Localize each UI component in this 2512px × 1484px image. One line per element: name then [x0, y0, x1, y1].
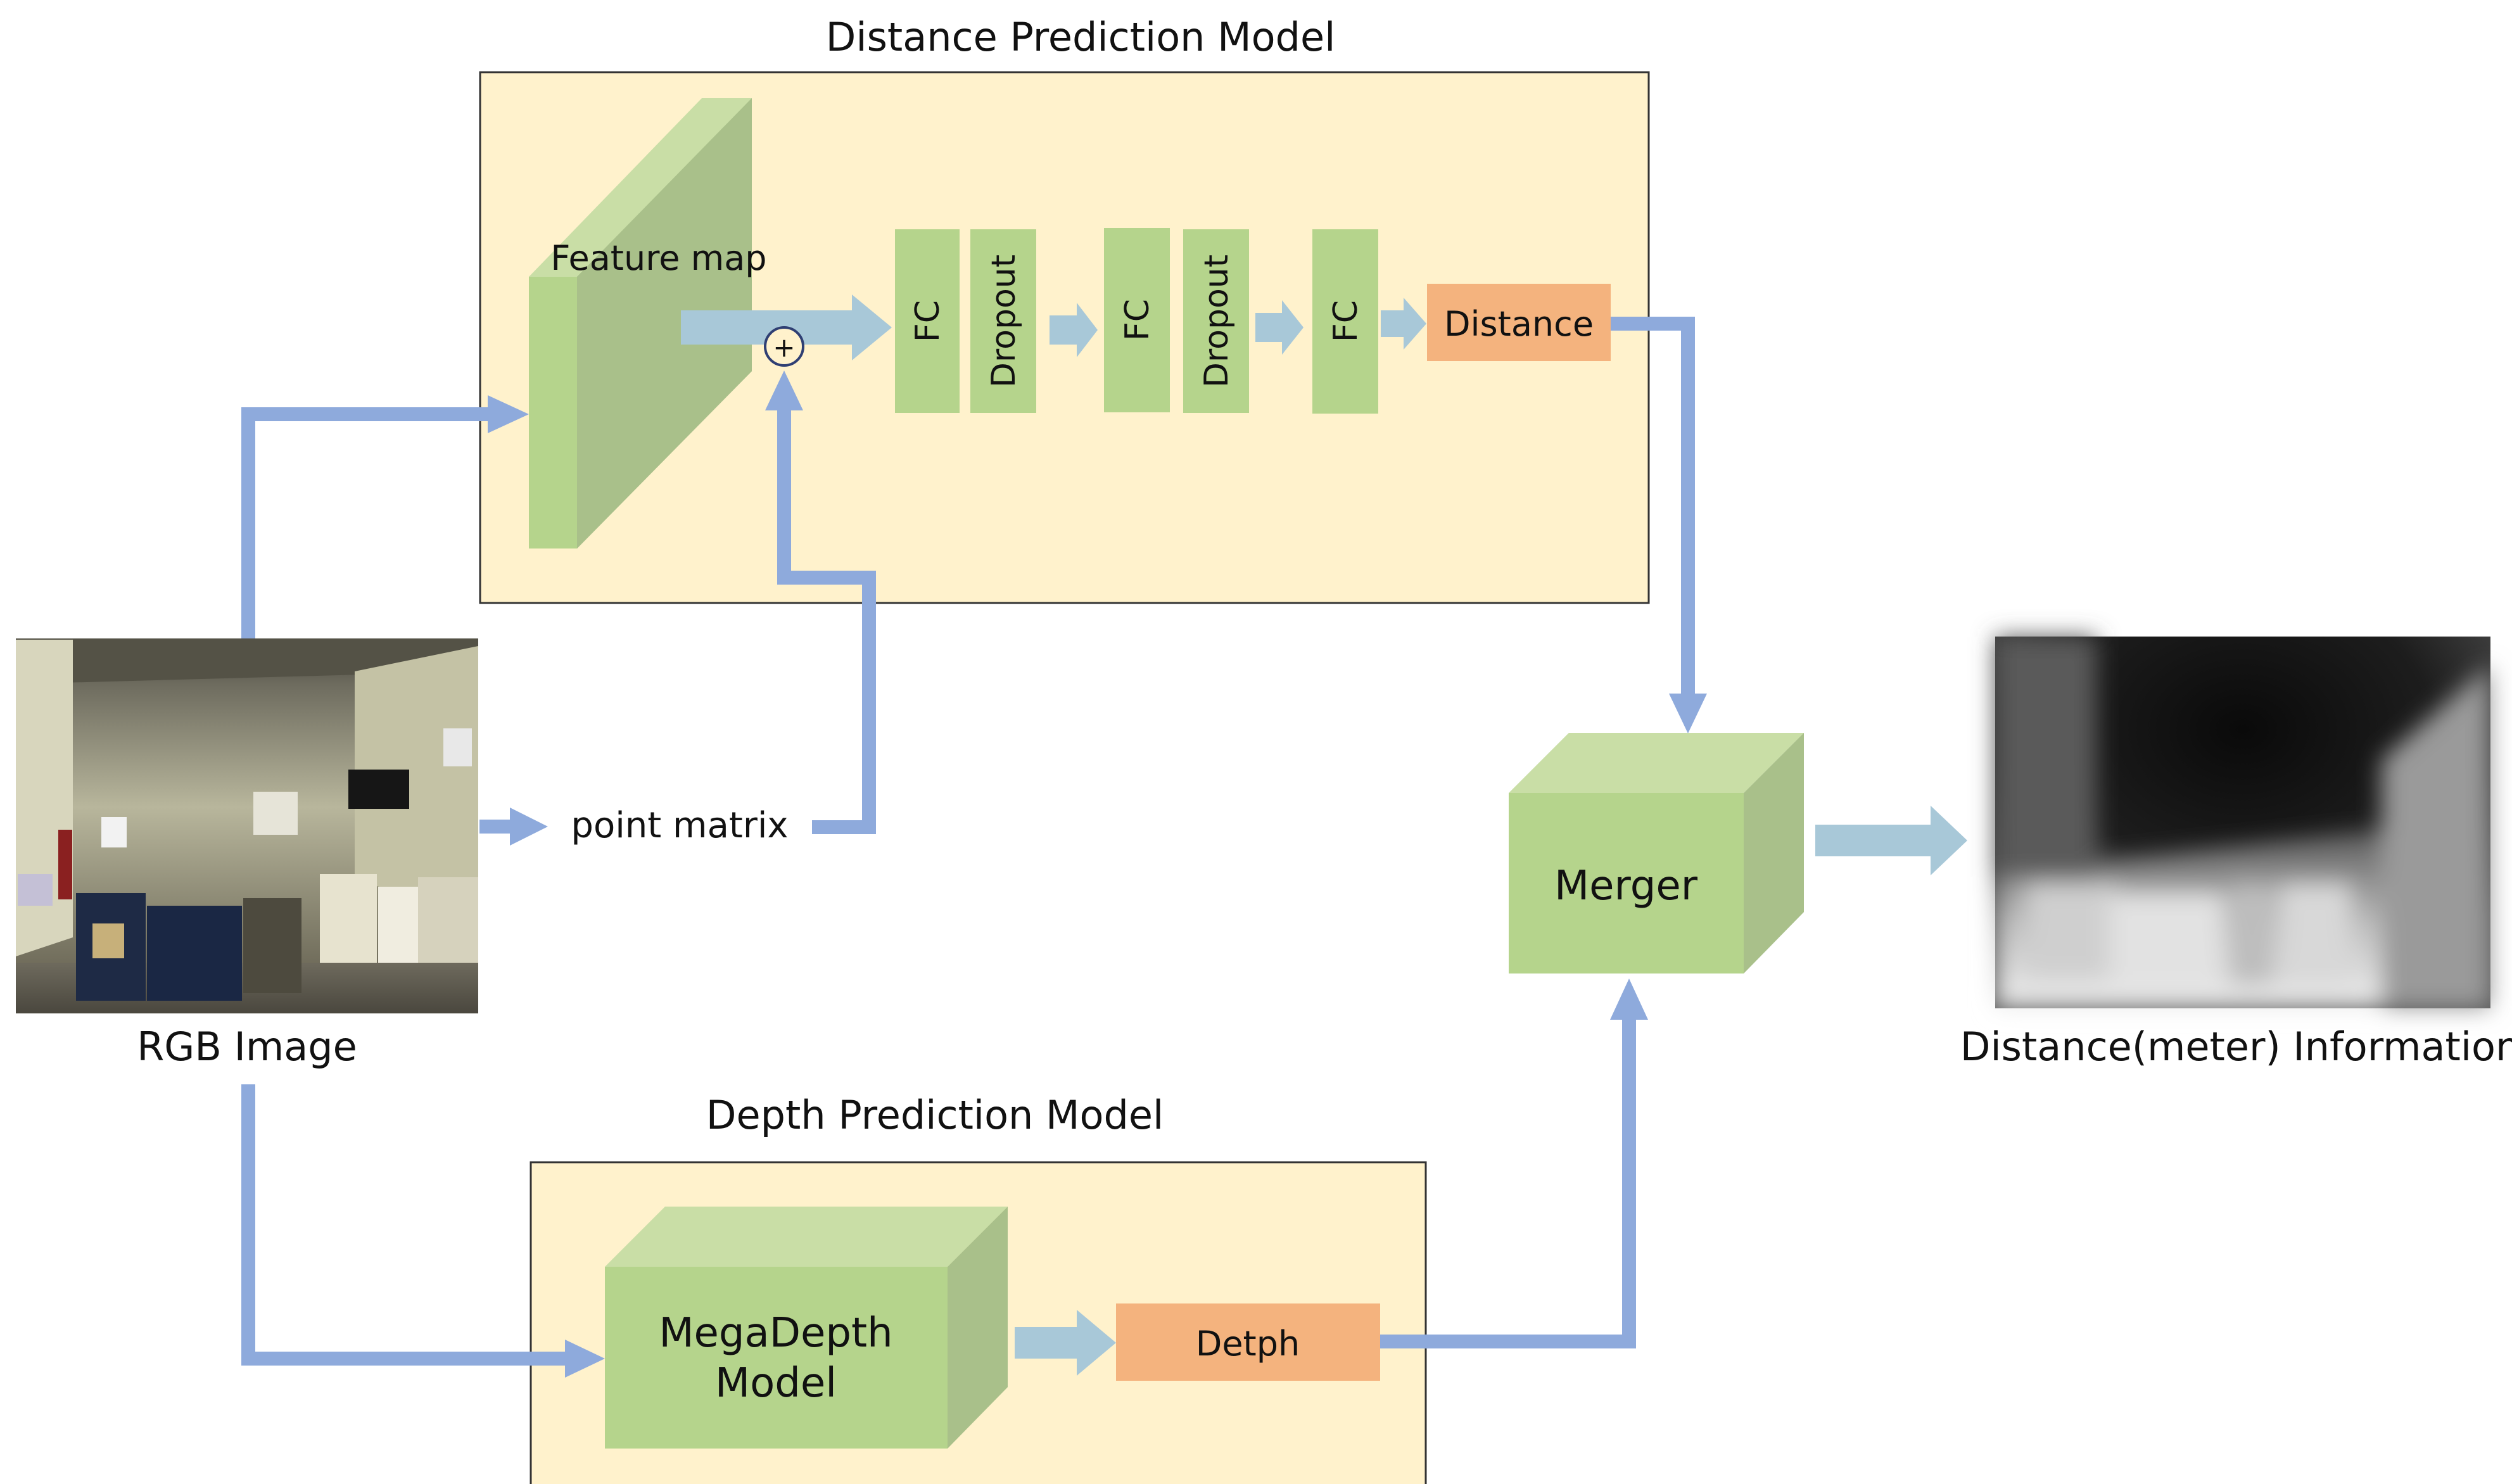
rgb-image [16, 638, 478, 1013]
depth-to-merger-arrowhead [1610, 979, 1648, 1020]
point-matrix-to-sum-arrowhead [765, 371, 803, 410]
distance-result-image [1995, 637, 2490, 1008]
rgb-to-megadepth-connector [241, 1084, 570, 1366]
rgb-to-point-matrix-arrowhead [510, 808, 548, 846]
feature-map-block [529, 98, 752, 549]
megadepth-label-line2: Model [715, 1360, 837, 1407]
distance-output-box [1427, 284, 1611, 361]
arrow-dropout1-to-fc2 [1050, 303, 1098, 357]
depth-output-box [1116, 1303, 1380, 1381]
megadepth-to-depth-arrow [1015, 1310, 1116, 1376]
point-matrix-label: point matrix [571, 805, 788, 846]
layer-dropout-2-label: Dropout [1198, 255, 1236, 388]
depth-model-title: Depth Prediction Model [706, 1092, 1164, 1138]
distance-model-title: Distance Prediction Model [826, 14, 1336, 60]
layer-fc-2: FC [1104, 228, 1170, 412]
layer-fc-2-label: FC [1119, 299, 1157, 341]
sum-symbol: + [773, 332, 795, 363]
distance-to-merger-arrowhead [1669, 694, 1707, 733]
layer-fc-3: FC [1312, 229, 1378, 414]
layer-dropout-2: Dropout [1183, 229, 1249, 413]
distance-result-label: Distance(meter) Information [1960, 1024, 2512, 1070]
layer-dropout-1-label: Dropout [985, 255, 1023, 388]
depth-output-label: Detph [1196, 1324, 1300, 1364]
merger-block [1509, 733, 1804, 973]
layer-fc-1: FC [895, 229, 960, 413]
rgb-to-megadepth-arrowhead [565, 1340, 605, 1378]
rgb-to-feature-connector [241, 407, 491, 638]
layer-dropout-1: Dropout [970, 229, 1036, 413]
megadepth-block [605, 1207, 1008, 1449]
point-matrix-to-sum-connector [777, 405, 876, 834]
distance-to-merger-connector [1611, 317, 1695, 697]
merger-label: Merger [1554, 863, 1698, 910]
merger-to-result-arrow [1815, 806, 1967, 875]
rgb-to-feature-arrowhead [488, 395, 529, 433]
depth-to-merger-connector [1380, 1017, 1636, 1348]
rgb-image-label: RGB Image [137, 1024, 357, 1070]
layer-fc-3-label: FC [1327, 300, 1365, 342]
sum-node: + [764, 326, 804, 367]
distance-output-label: Distance [1444, 304, 1594, 344]
arrow-fc3-to-distance [1381, 298, 1426, 350]
feature-map-label: Feature map [550, 238, 766, 278]
arrow-dropout2-to-fc3 [1255, 300, 1304, 355]
megadepth-label-line1: MegaDepth [659, 1310, 892, 1357]
layer-fc-1-label: FC [909, 300, 947, 342]
